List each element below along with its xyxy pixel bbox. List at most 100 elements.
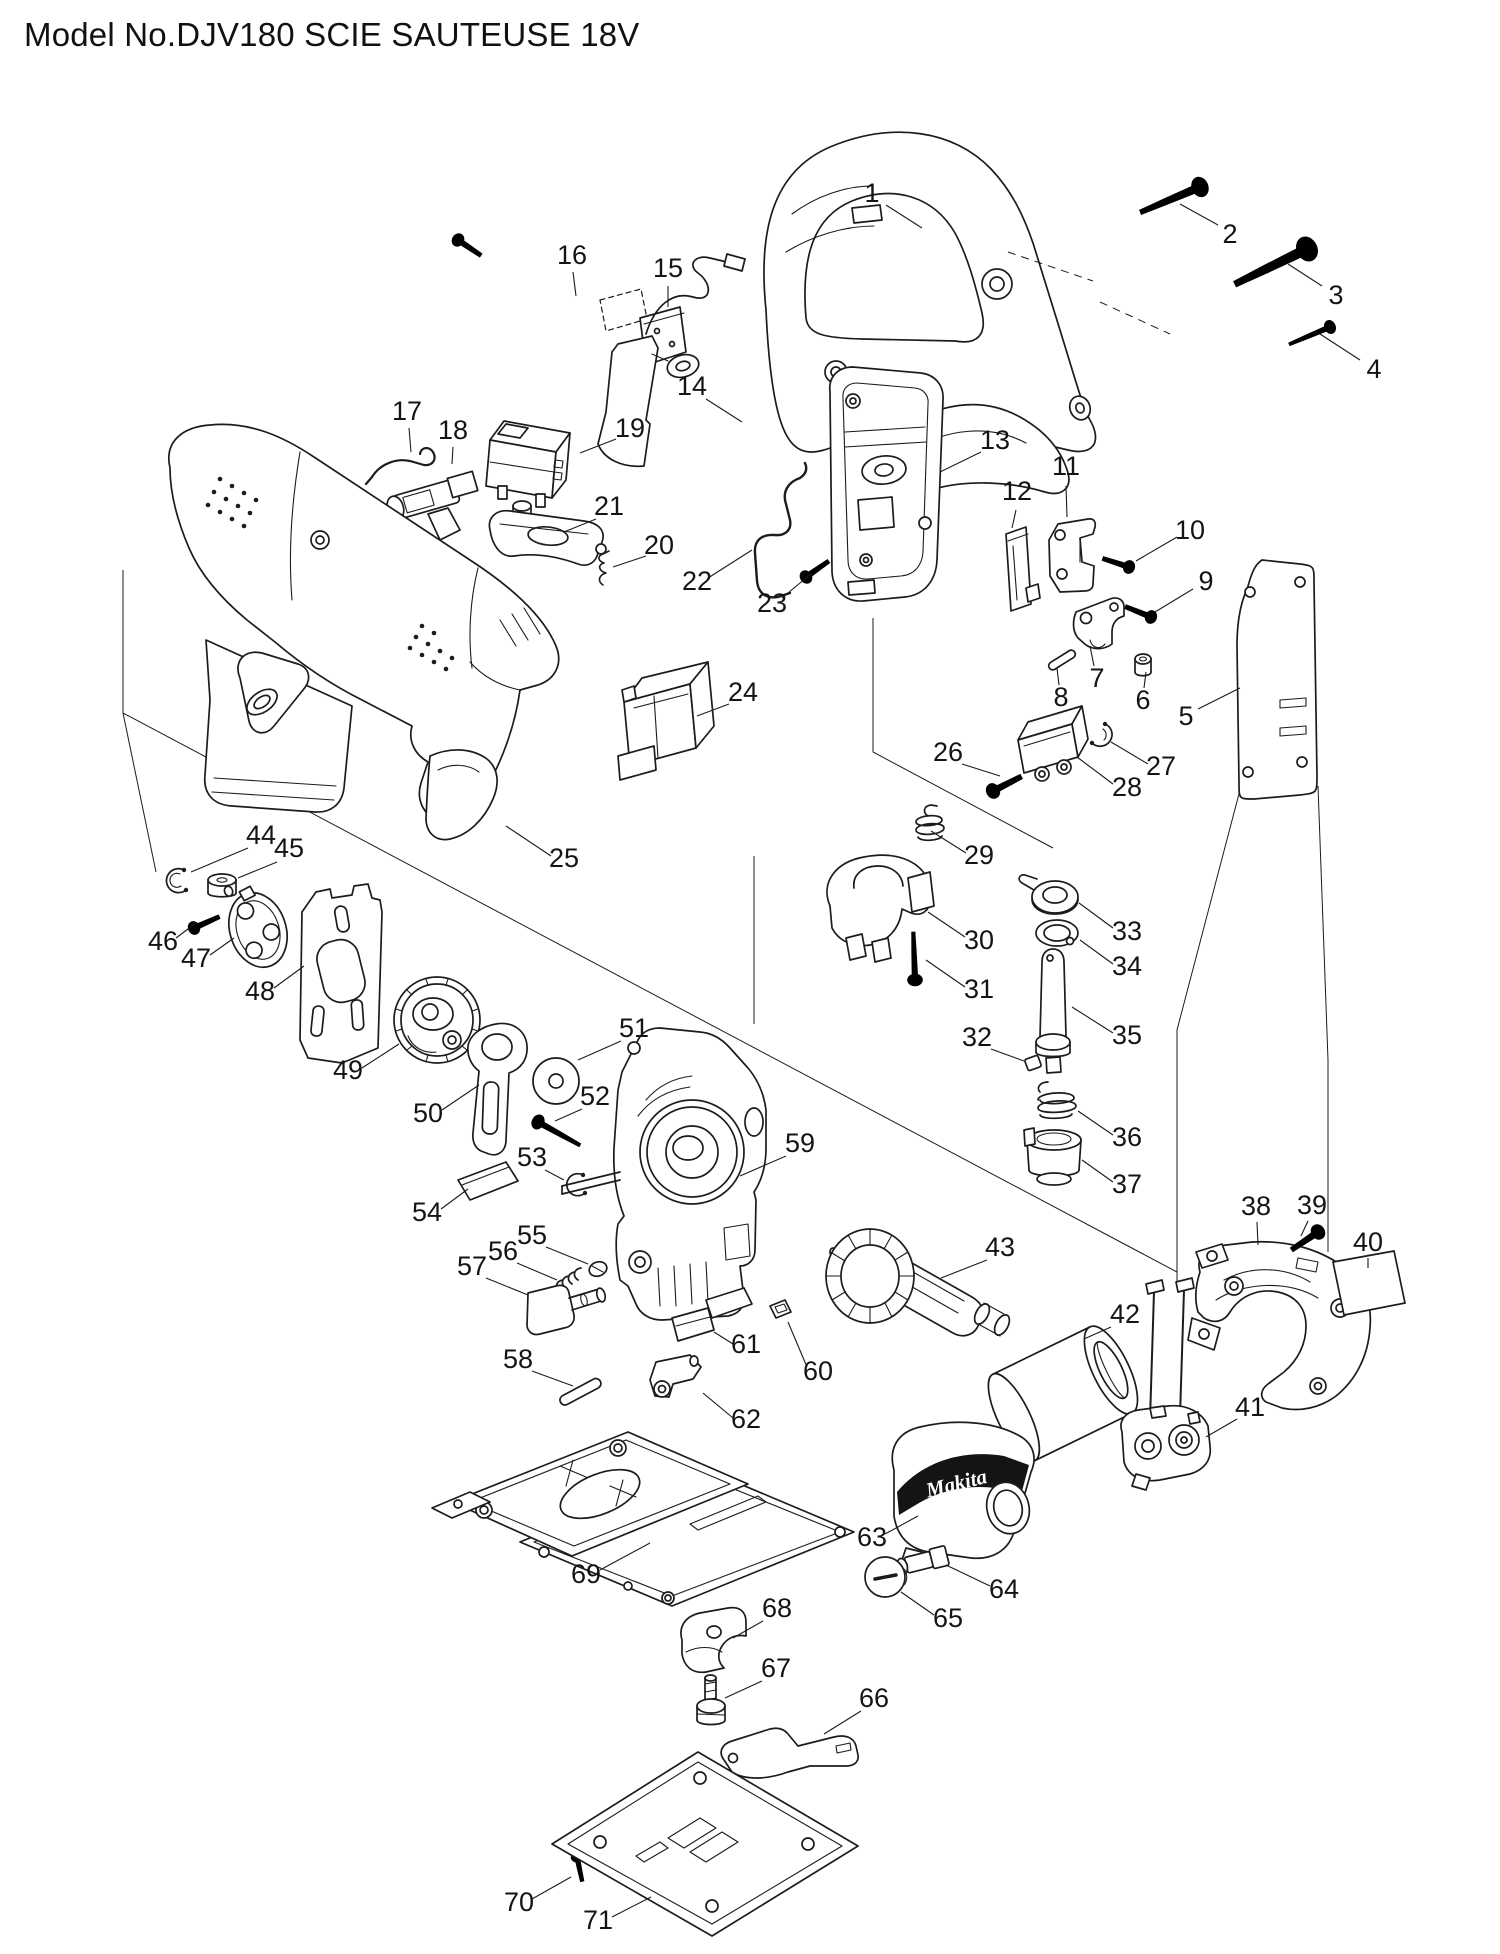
leader-line-50: [441, 1084, 480, 1111]
leader-line-46: [175, 922, 197, 939]
leader-line-38: [1256, 1221, 1259, 1246]
part-3-screw: [1228, 232, 1323, 297]
leader-line-52: [554, 1108, 583, 1122]
leader-line-61: [713, 1331, 734, 1345]
part-label-69: 69: [571, 1559, 601, 1589]
part-label-50: 50: [413, 1098, 443, 1128]
leader-line-60: [787, 1321, 808, 1368]
leader-line-6: [1143, 671, 1147, 689]
part-label-60: 60: [803, 1356, 833, 1386]
part-label-2: 2: [1222, 219, 1237, 249]
part-label-28: 28: [1112, 772, 1142, 802]
leader-line-24: [696, 703, 730, 717]
leader-line-34: [1079, 939, 1114, 965]
leader-line-20: [612, 555, 647, 568]
part-label-70: 70: [504, 1887, 534, 1917]
leader-line-26: [961, 763, 1001, 777]
center-axis-lines: [1007, 251, 1171, 335]
part-label-61: 61: [731, 1329, 761, 1359]
part-57-lock-lever: [526, 1284, 607, 1336]
leader-line-33: [1078, 902, 1114, 929]
leader-line-71: [611, 1896, 652, 1918]
part-label-27: 27: [1146, 751, 1176, 781]
part-label-47: 47: [181, 943, 211, 973]
leader-line-19: [579, 438, 617, 454]
part-8-pin: [1047, 649, 1077, 671]
part-62-roller-lever: [649, 1354, 702, 1398]
leader-line-45: [237, 861, 278, 879]
part-label-39: 39: [1297, 1190, 1327, 1220]
part-37-sleeve-cup: [1023, 1127, 1082, 1186]
part-label-33: 33: [1112, 916, 1142, 946]
part-label-67: 67: [761, 1653, 791, 1683]
part-16-screw: [449, 230, 486, 262]
part-label-49: 49: [333, 1055, 363, 1085]
part-35-guide-rod: [1035, 948, 1071, 1074]
part-25-main-body: [168, 423, 560, 841]
part-label-4: 4: [1366, 354, 1381, 384]
leader-line-30: [927, 911, 966, 938]
part-label-31: 31: [964, 974, 994, 1004]
leader-line-59: [739, 1155, 787, 1177]
part-4-screw: [1286, 318, 1339, 352]
leader-line-27: [1110, 741, 1149, 765]
part-49-gear: [393, 976, 481, 1064]
part-51-washer: [532, 1057, 580, 1105]
leader-line-48: [273, 965, 305, 989]
leader-line-3: [1287, 263, 1323, 287]
part-label-8: 8: [1053, 682, 1068, 712]
part-11-bracket: [1048, 518, 1097, 593]
leader-line-56: [516, 1262, 558, 1281]
part-69-base-assembly: [431, 1431, 855, 1607]
leader-line-54: [440, 1188, 469, 1210]
part-71-cover-plate: [551, 1751, 859, 1937]
part-label-3: 3: [1328, 280, 1343, 310]
part-43-armature: [825, 1228, 1011, 1337]
part-label-68: 68: [762, 1593, 792, 1623]
part-label-62: 62: [731, 1404, 761, 1434]
part-label-29: 29: [964, 840, 994, 870]
part-label-43: 43: [985, 1232, 1015, 1262]
part-30-blade-clamp: [826, 854, 935, 963]
leader-line-16: [572, 271, 577, 297]
leader-line-70: [531, 1876, 572, 1900]
part-label-44: 44: [246, 820, 276, 850]
part-label-18: 18: [438, 415, 468, 445]
part-7-guide-plate: [1072, 597, 1125, 650]
part-label-34: 34: [1112, 951, 1142, 981]
leader-line-10: [1135, 536, 1178, 562]
part-label-45: 45: [274, 833, 304, 863]
part-label-36: 36: [1112, 1122, 1142, 1152]
part-34-retaining-ring: [1035, 919, 1079, 947]
leader-line-63: [884, 1515, 919, 1535]
part-59-gear-housing: [561, 1027, 767, 1321]
part-13-cylinder-housing: [828, 366, 944, 602]
leader-line-44: [190, 847, 249, 873]
leader-line-23: [781, 572, 813, 599]
part-32-slider-block: [1024, 1054, 1042, 1072]
part-label-53: 53: [517, 1142, 547, 1172]
part-21-slider: [488, 509, 607, 566]
group-line-6: [1176, 789, 1241, 1285]
part-53-c-clip: [566, 1172, 588, 1197]
leader-line-58: [531, 1370, 574, 1387]
leader-line-66: [823, 1710, 862, 1735]
leader-line-41: [1205, 1418, 1238, 1438]
part-label-13: 13: [980, 425, 1010, 455]
leader-line-68: [732, 1620, 764, 1639]
leader-line-25: [505, 825, 552, 857]
part-label-58: 58: [503, 1344, 533, 1374]
part-label-22: 22: [682, 566, 712, 596]
part-label-54: 54: [412, 1197, 442, 1227]
part-50-rod: [467, 1022, 528, 1156]
page-title: Model No.DJV180 SCIE SAUTEUSE 18V: [24, 16, 640, 53]
leader-line-47: [209, 937, 235, 956]
part-68-clamp-plate: [680, 1606, 747, 1674]
part-29-spring: [915, 804, 945, 842]
group-line-7: [1317, 785, 1329, 1252]
part-label-32: 32: [962, 1022, 992, 1052]
part-label-25: 25: [549, 843, 579, 873]
part-label-35: 35: [1112, 1020, 1142, 1050]
